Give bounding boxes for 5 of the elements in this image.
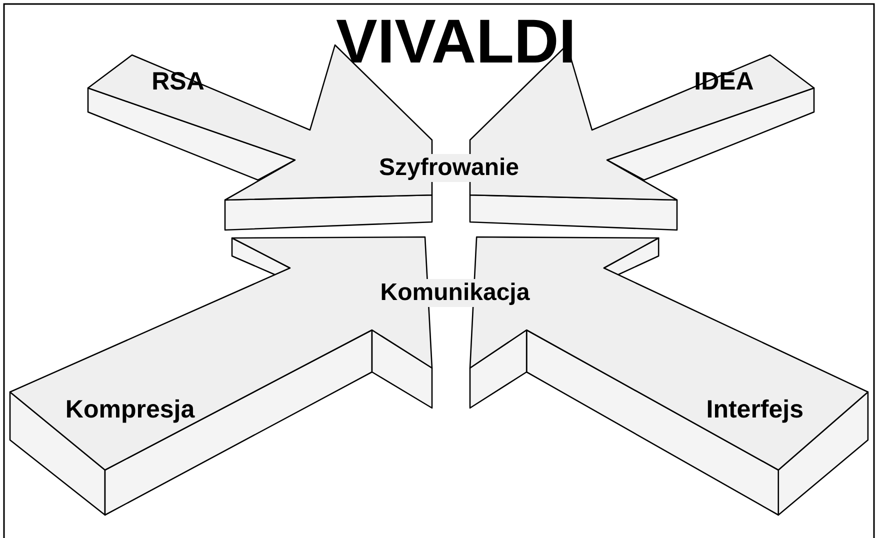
block-label: RSA	[152, 68, 204, 96]
block-label: IDEA	[694, 68, 754, 96]
title: VIVALDI	[336, 6, 576, 78]
block-label: Kompresja	[65, 396, 195, 424]
block-label: Interfejs	[706, 396, 804, 424]
